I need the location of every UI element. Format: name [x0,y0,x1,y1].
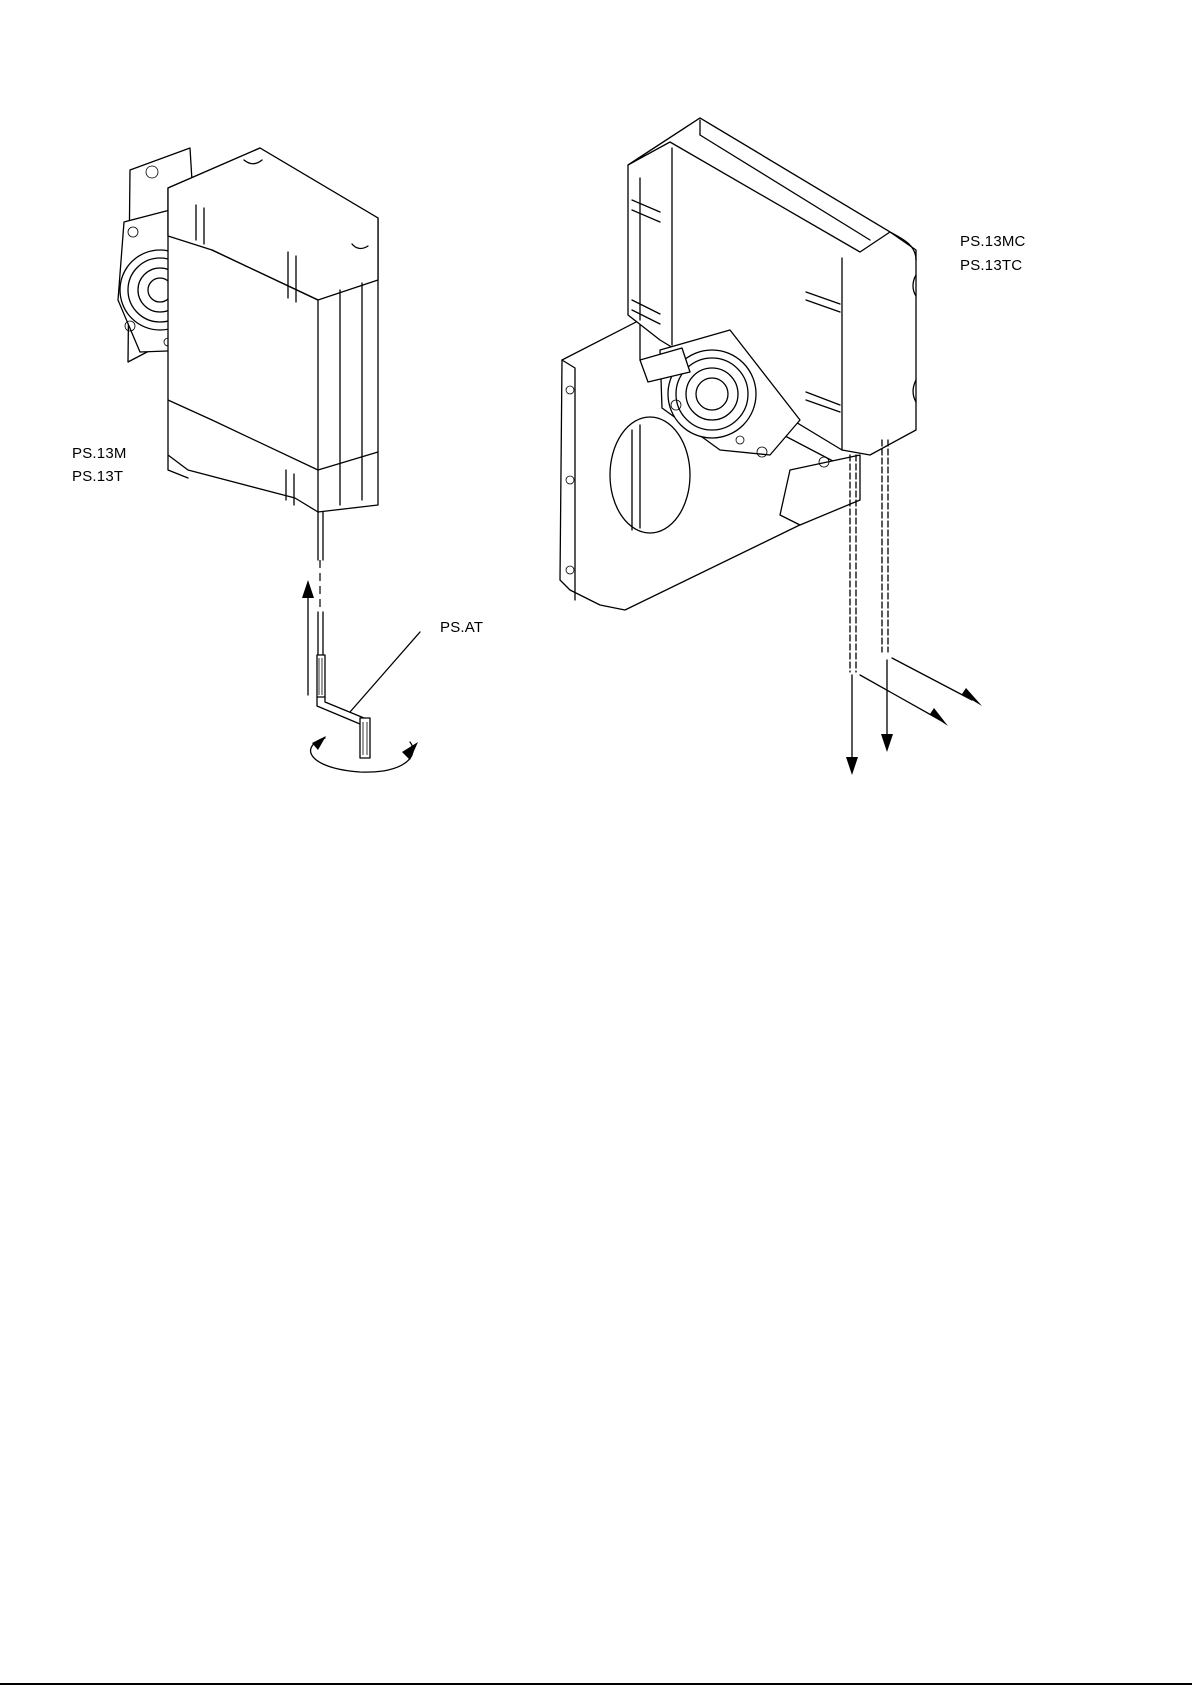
right-motor-label-2: PS.13TC [960,254,1022,278]
crank-label: PS.AT [440,616,483,640]
right-motor-unit [560,118,916,610]
hand-crank [302,512,420,772]
left-motor-label-2: PS.13T [72,465,123,489]
right-motor-label-1: PS.13MC [960,230,1026,254]
left-motor-label-1: PS.13M [72,442,127,466]
left-motor-unit [118,148,378,512]
hand-chains [846,440,982,775]
